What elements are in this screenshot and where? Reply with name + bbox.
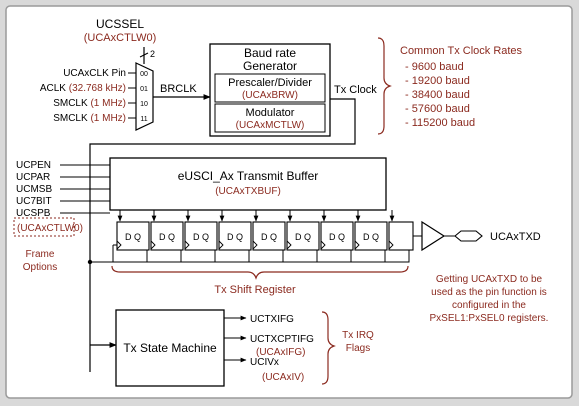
svg-text:D Q: D Q (159, 232, 175, 242)
svg-text:00: 00 (140, 71, 148, 78)
tx-state-machine-label: Tx State Machine (123, 341, 217, 355)
shift-clock-taps (112, 244, 386, 262)
tx-clock-label: Tx Clock (334, 84, 377, 96)
transmit-buffer-register: (UCAxTXBUF) (215, 186, 281, 197)
output-buffer (421, 220, 446, 252)
flip-flop (252, 221, 286, 251)
flip-flop (184, 221, 218, 251)
svg-text:D Q: D Q (329, 232, 345, 242)
tx-clock-line (89, 98, 356, 155)
irq-signal-register: (UCAxIFG) (256, 347, 305, 358)
svg-text:D Q: D Q (227, 232, 243, 242)
prescaler-block (214, 73, 326, 103)
irq-flags-brace (321, 311, 336, 385)
svg-text:01: 01 (140, 86, 148, 93)
clock-edge-markers (116, 240, 394, 250)
baud-title-line1: Baud rate (244, 46, 296, 60)
frame-options-highlight (13, 217, 75, 237)
modulator-label: Modulator (246, 107, 295, 119)
transmit-buffer-title: eUSCI_Ax Transmit Buffer (178, 169, 319, 183)
pin-note-line: configured in the (452, 300, 526, 311)
transmit-buffer (109, 157, 387, 211)
shift-register-brace (111, 265, 409, 280)
brclk-label: BRCLK (160, 83, 197, 95)
svg-text:SMCLK (1 MHz): SMCLK (1 MHz) (53, 113, 126, 124)
baud-title-line2: Generator (243, 59, 297, 73)
svg-text:11: 11 (140, 116, 147, 123)
irq-signal-label: UCIVx (250, 357, 279, 368)
clock-rate-item: - 115200 baud (405, 117, 475, 129)
shift-register-label: Tx Shift Register (214, 284, 296, 296)
ucssel-bits: 2 (150, 49, 155, 59)
buffer-load-lines (117, 210, 395, 222)
shift-clock-bus (90, 250, 410, 263)
frame-options-line2: Options (23, 262, 57, 273)
mux-input-1: ACLK (32.768 kHz) 01 (40, 83, 148, 94)
prescaler-register: (UCAxBRW) (242, 90, 298, 101)
flip-flop (150, 221, 184, 251)
ucatxd-label: UCAxTXD (490, 231, 541, 243)
irq-flags-line2: Flags (346, 343, 370, 354)
frame-bit-label: UCPAR (16, 172, 50, 183)
svg-text:UCAxCLK Pin: UCAxCLK Pin (63, 68, 126, 79)
clock-rate-item: - 19200 baud (405, 75, 470, 87)
modulator-block (214, 103, 326, 133)
svg-text:D Q: D Q (261, 232, 277, 242)
prescaler-label: Prescaler/Divider (228, 77, 312, 89)
flip-flop (218, 221, 252, 251)
frame-options-register: (UCAxCTLW0) (17, 223, 83, 234)
flip-flop (116, 221, 150, 251)
ucssel-bus-tick (139, 52, 149, 58)
clock-junction (87, 259, 93, 265)
frame-bit-lines (60, 164, 110, 214)
mux-input-3: SMCLK (1 MHz) 11 (53, 113, 148, 124)
mux-input-0: UCAxCLK Pin 00 (63, 68, 148, 79)
tx-state-machine (115, 309, 225, 387)
mux-input-2: SMCLK (1 MHz) 10 (53, 98, 148, 109)
pin-note-line: Getting UCAxTXD to be (436, 274, 543, 285)
ucssel-title: UCSSEL (96, 17, 144, 31)
pin-note-line: used as the pin function is (431, 287, 547, 298)
pin-note-line: PxSEL1:PxSEL0 registers. (430, 313, 549, 324)
clock-rate-item: - 38400 baud (405, 89, 470, 101)
svg-text:D Q: D Q (125, 232, 141, 242)
frame-bit-label: UCPEN (16, 160, 51, 171)
frame-bit-label: UC7BIT (16, 196, 52, 207)
flip-flop (286, 221, 320, 251)
svg-text:D Q: D Q (295, 232, 311, 242)
irq-signal-label: UCTXIFG (250, 314, 294, 325)
clock-rates-title: Common Tx Clock Rates (400, 45, 523, 57)
irq-signal-label: UCTXCPTIFG (250, 334, 314, 345)
svg-text:10: 10 (140, 101, 148, 108)
frame-options-line1: Frame (26, 249, 55, 260)
irq-signal-register: (UCAxIV) (262, 372, 304, 383)
frame-bit-label: UCMSB (16, 184, 52, 195)
clock-rates-brace (377, 37, 392, 135)
svg-text:D Q: D Q (363, 232, 379, 242)
svg-text:ACLK (32.768 kHz): ACLK (32.768 kHz) (40, 83, 126, 94)
shift-register-chain: D Q D Q D Q D Q D Q D Q D Q D Q (116, 221, 414, 251)
frame-bit-label: UCSPB (16, 208, 51, 219)
clock-mux (135, 62, 154, 131)
modulator-register: (UCAxMCTLW) (236, 120, 305, 131)
svg-text:SMCLK (1 MHz): SMCLK (1 MHz) (53, 98, 126, 109)
pin-icon (454, 230, 483, 242)
clock-rate-item: - 57600 baud (405, 103, 470, 115)
ucssel-register: (UCAxCTLW0) (84, 32, 157, 44)
clock-rate-item: - 9600 baud (405, 61, 464, 73)
flip-flop (320, 221, 354, 251)
irq-flags-line1: Tx IRQ (342, 330, 374, 341)
svg-text:D Q: D Q (193, 232, 209, 242)
flip-flop (354, 221, 388, 251)
